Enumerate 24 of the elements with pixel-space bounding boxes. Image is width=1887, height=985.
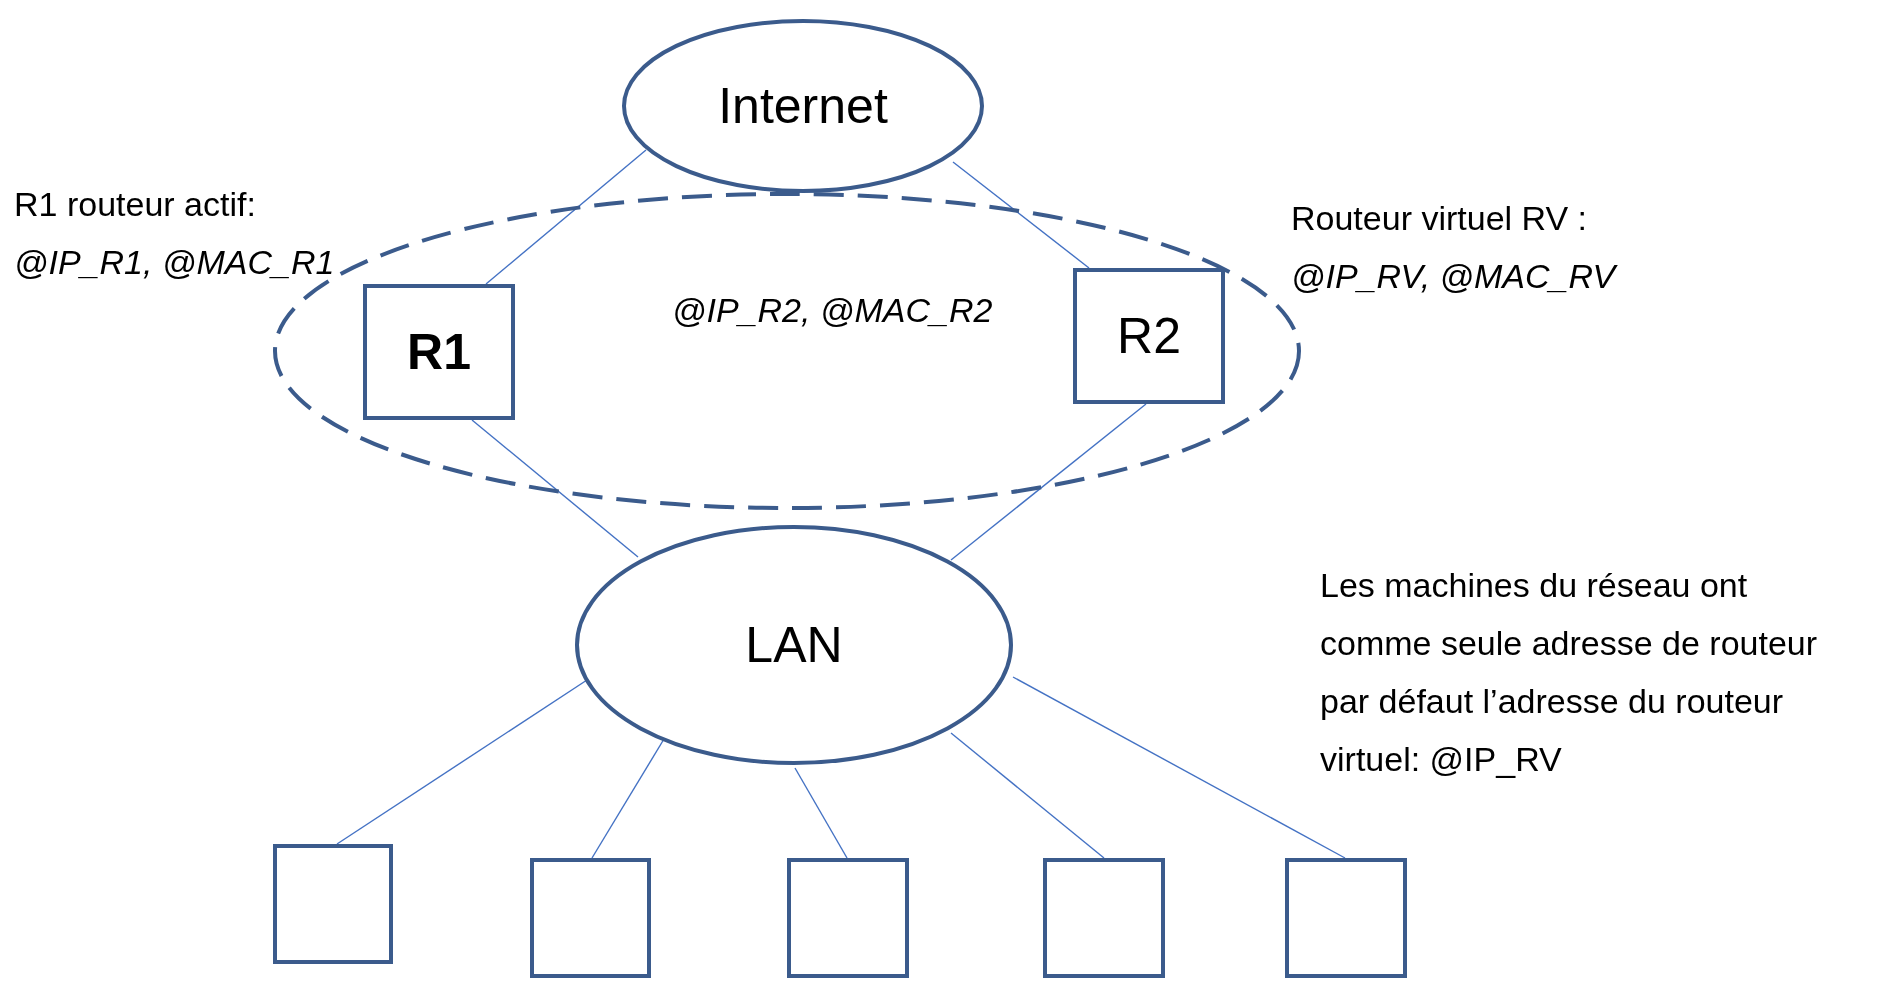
address-text: @IP_R2, @MAC_R2 (672, 290, 993, 330)
connector-line (950, 732, 1105, 859)
connector-line (952, 161, 1090, 269)
connector-line (336, 679, 588, 845)
address-text: @IP_RV, @MAC_RV (1291, 256, 1616, 296)
internet-cloud-ellipse: Internet (622, 19, 984, 193)
host-box (1043, 858, 1165, 978)
caption-text: Routeur virtuel RV : (1291, 198, 1588, 238)
host-box (530, 858, 651, 978)
host-box (787, 858, 909, 978)
note-text: Les machines du réseau ont comme seule adresse de routeur par défaut l’adresse du routeur virtuel: @IP_RV (1320, 565, 1819, 780)
connector-line (485, 149, 647, 285)
connector-line (471, 419, 639, 558)
caption-text: R1 routeur actif: (14, 184, 256, 224)
connector-line (950, 403, 1147, 561)
connector-line (794, 767, 848, 859)
router-box: R1 (363, 284, 515, 420)
connector-line (1012, 676, 1346, 859)
host-box (273, 844, 393, 964)
lan-ellipse: LAN (575, 525, 1013, 765)
connector-line (591, 738, 665, 859)
host-box (1285, 858, 1407, 978)
address-text: @IP_R1, @MAC_R1 (14, 242, 335, 282)
router-box: R2 (1073, 268, 1225, 404)
